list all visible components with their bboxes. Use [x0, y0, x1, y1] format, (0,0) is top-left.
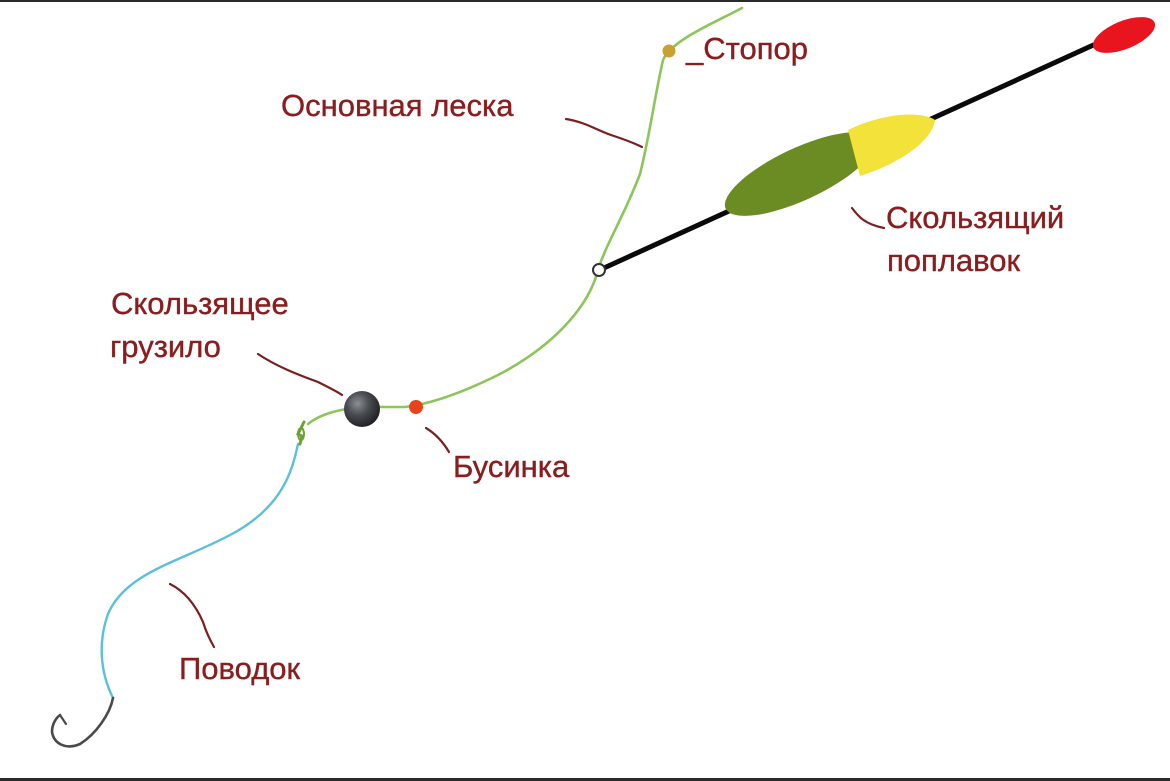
hook-barb	[58, 713, 68, 726]
sinker-ball-icon	[344, 391, 380, 427]
label-sliding-sinker-2: грузило	[110, 329, 221, 364]
pointer-sliding-float	[850, 206, 886, 230]
leader-line	[100, 442, 300, 700]
pointer-bead	[424, 426, 451, 454]
label-bead: Бусинка	[453, 449, 570, 484]
label-sliding-float-1: Скользящий	[886, 200, 1065, 235]
label-pointers	[168, 117, 886, 649]
float-yellow-band	[848, 114, 935, 176]
label-leader: Поводок	[179, 651, 301, 686]
pointer-main-line	[564, 117, 644, 149]
swivel-icon	[295, 420, 306, 446]
sliding-float-icon	[724, 132, 876, 216]
fish-hook-icon	[50, 696, 115, 748]
bead-dot-icon	[409, 400, 423, 414]
sinker-to-swivel-line	[306, 407, 348, 426]
float-red-tip	[1092, 17, 1156, 53]
pointer-sliding-sinker	[256, 352, 344, 397]
label-sliding-sinker-1: Скользящее	[111, 286, 289, 321]
float-eyelet-icon	[592, 263, 606, 277]
label-sliding-float-2: поплавок	[887, 243, 1021, 278]
stopper-dot-icon	[662, 44, 676, 58]
label-stopper: _Стопор	[686, 31, 808, 66]
label-main-line: Основная леска	[281, 88, 514, 123]
main-line	[376, 6, 744, 409]
pointer-leader	[168, 582, 216, 649]
